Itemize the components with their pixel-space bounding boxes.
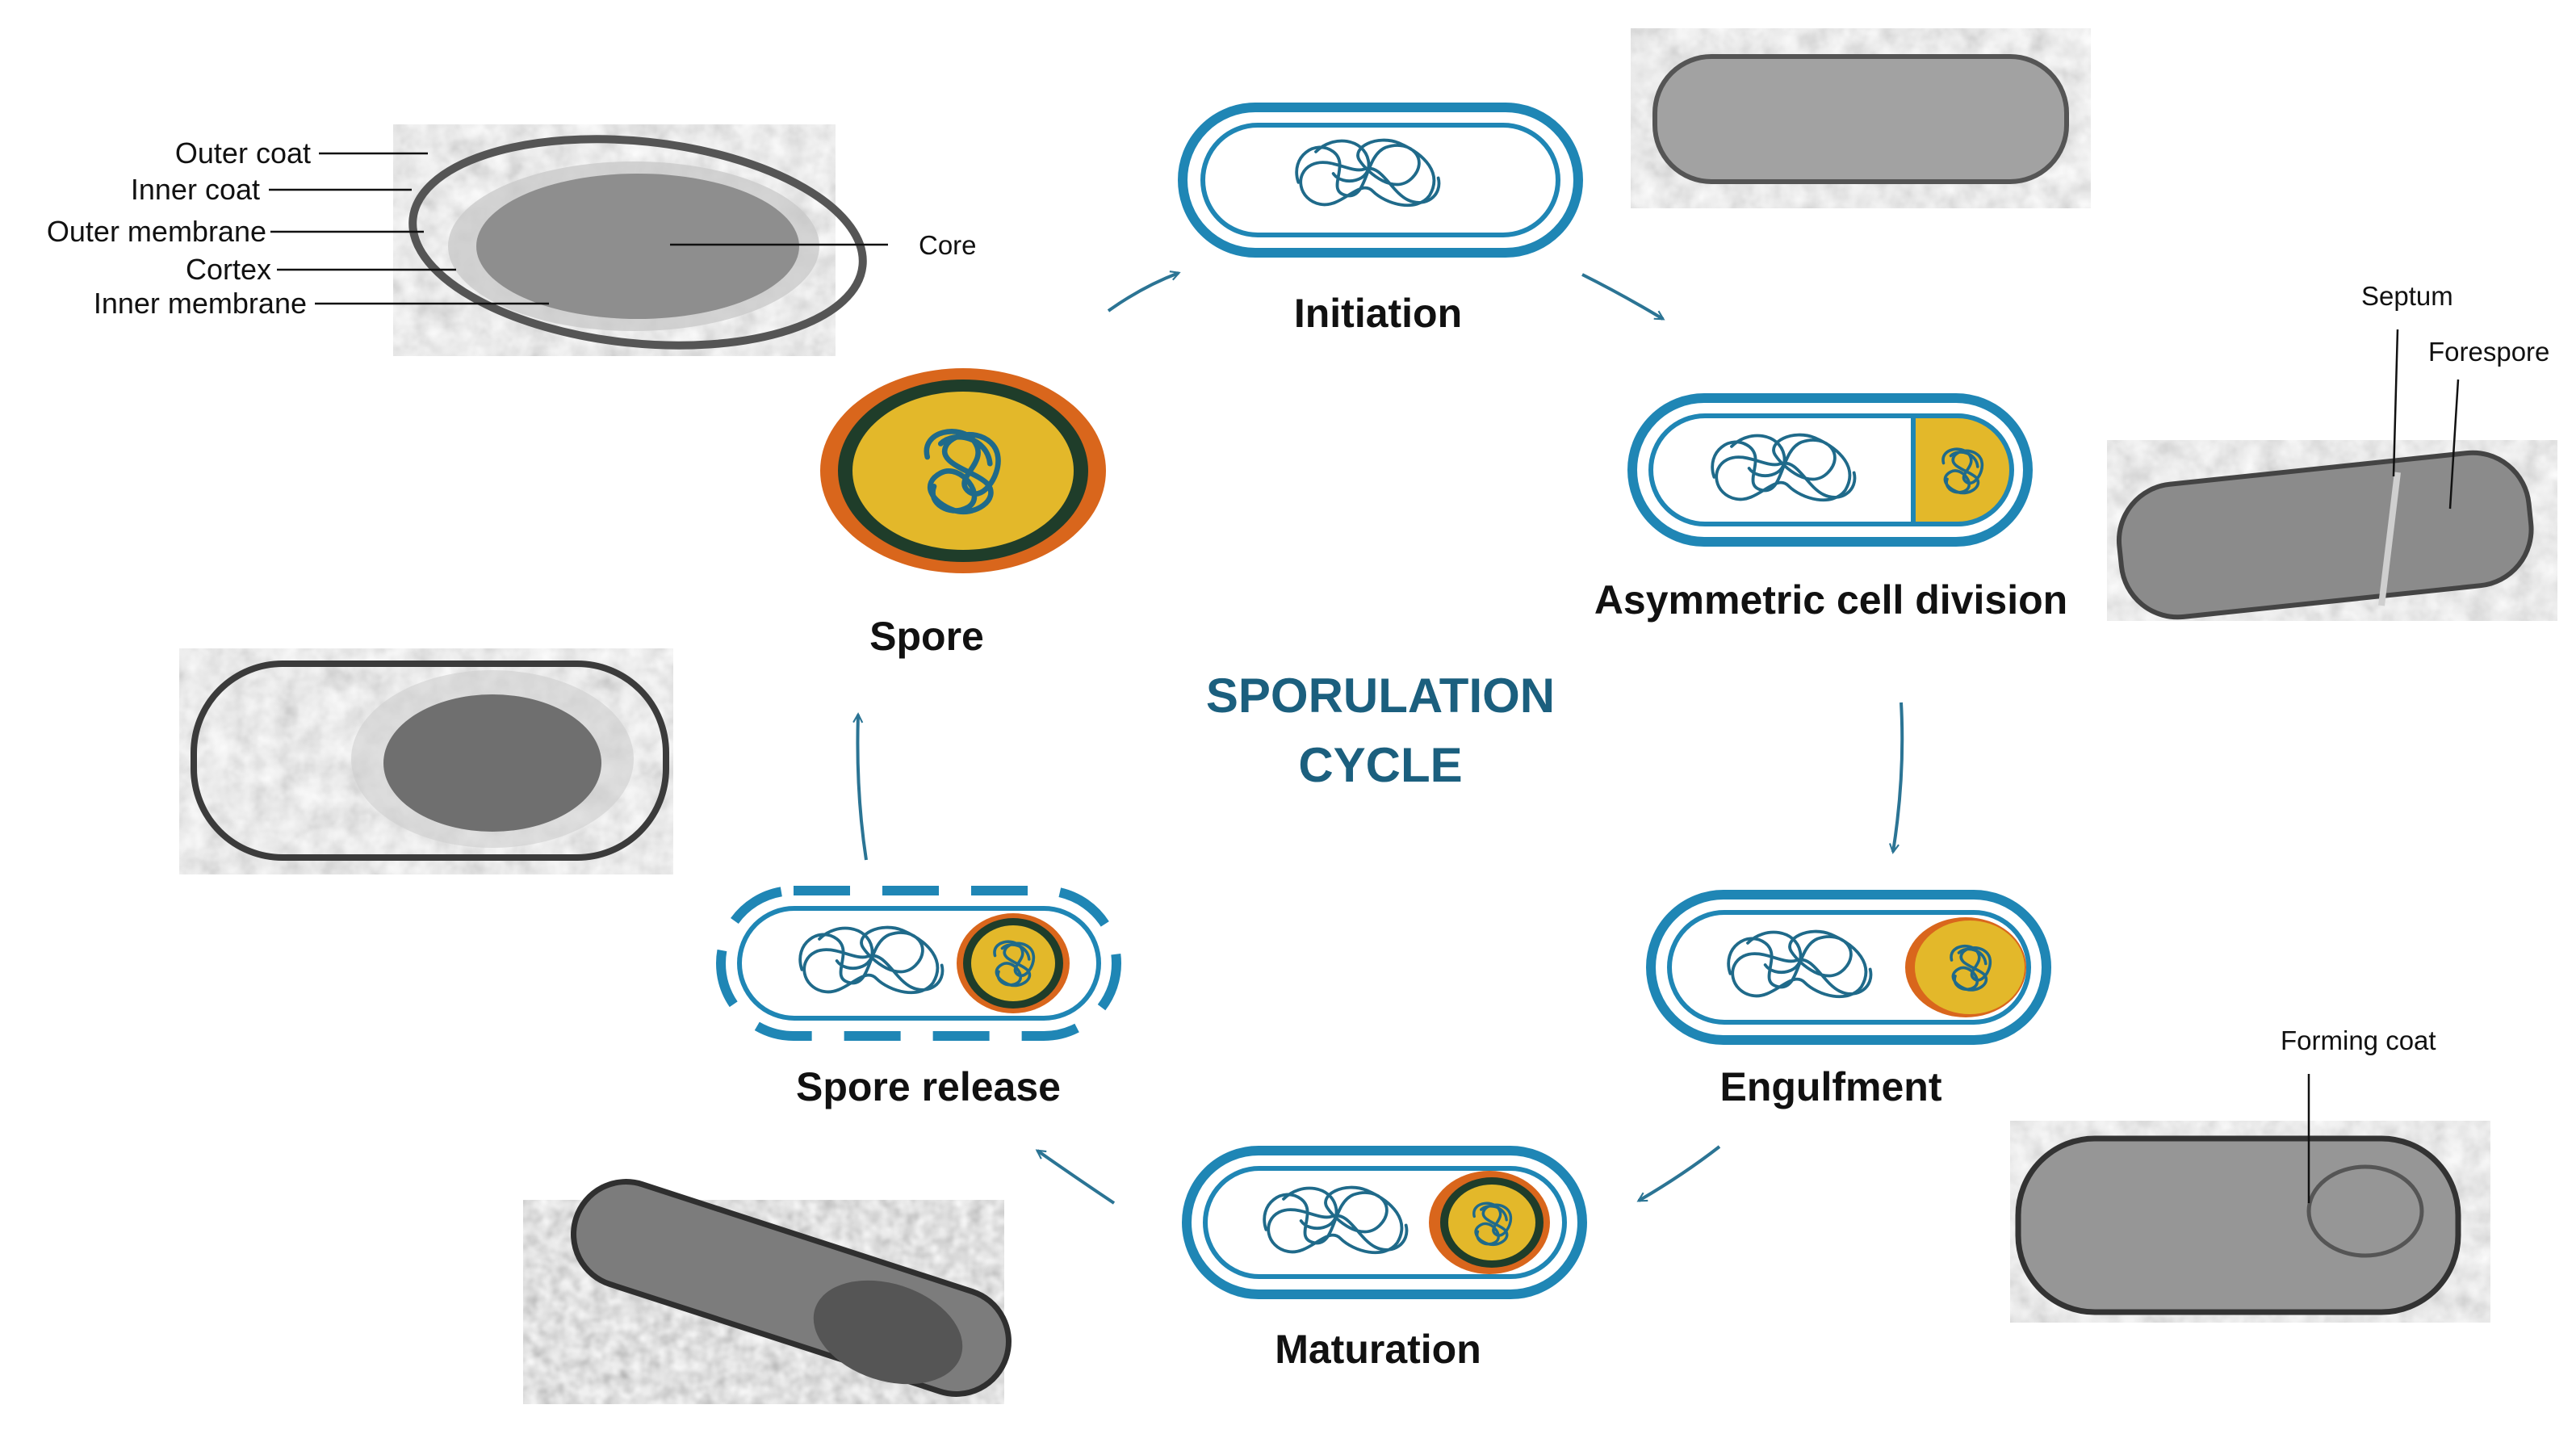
micrograph-initiation xyxy=(1631,28,2091,208)
micrograph-engulfment xyxy=(2010,1121,2490,1323)
micrograph-spore-structure xyxy=(393,124,867,356)
label-cortex: Cortex xyxy=(186,253,271,286)
cell-asymmetric-division xyxy=(1627,393,2033,547)
stage-label-initiation: Initiation xyxy=(1294,291,1462,336)
micrograph-maturation xyxy=(523,1179,1012,1404)
cell-spore-release xyxy=(716,886,1121,1041)
cycle-title-line1: SPORULATION xyxy=(1206,669,1555,723)
cycle-title-line2: CYCLE xyxy=(1298,738,1462,792)
micrograph-spore-release xyxy=(179,648,673,874)
mature-spore xyxy=(820,368,1106,573)
cell-maturation xyxy=(1182,1146,1587,1299)
stage-label-spore-release: Spore release xyxy=(796,1064,1061,1109)
cell-engulfment xyxy=(1646,890,2051,1045)
arrow-maturation-to-release-icon xyxy=(1037,1151,1116,1205)
label-outer-membrane: Outer membrane xyxy=(47,215,266,248)
label-outer-coat: Outer coat xyxy=(175,136,311,170)
label-forespore: Forespore xyxy=(2428,337,2549,367)
arrow-engulfment-to-maturation-icon xyxy=(1639,1145,1721,1202)
stage-label-asymmetric: Asymmetric cell division xyxy=(1594,577,2067,623)
label-core: Core xyxy=(919,230,977,260)
stage-label-engulfment: Engulfment xyxy=(1720,1064,1942,1109)
spore-structure-leaders xyxy=(269,152,2460,1203)
label-septum: Septum xyxy=(2361,281,2453,311)
arrow-spore-to-initiation-icon xyxy=(1107,273,1179,312)
label-forming-coat: Forming coat xyxy=(2281,1025,2436,1055)
label-inner-membrane: Inner membrane xyxy=(94,287,307,320)
stage-label-maturation: Maturation xyxy=(1275,1327,1481,1372)
cell-initiation xyxy=(1178,103,1583,258)
stage-label-spore: Spore xyxy=(869,614,984,659)
arrow-asymmetric-to-engulfment-icon xyxy=(1893,702,1904,852)
micrograph-asymmetric xyxy=(2107,440,2557,621)
cycle-arrows xyxy=(857,273,1904,1205)
arrow-release-to-spore-icon xyxy=(857,715,868,861)
arrow-initiation-to-asymmetric-icon xyxy=(1581,273,1663,321)
label-inner-coat: Inner coat xyxy=(131,173,260,206)
